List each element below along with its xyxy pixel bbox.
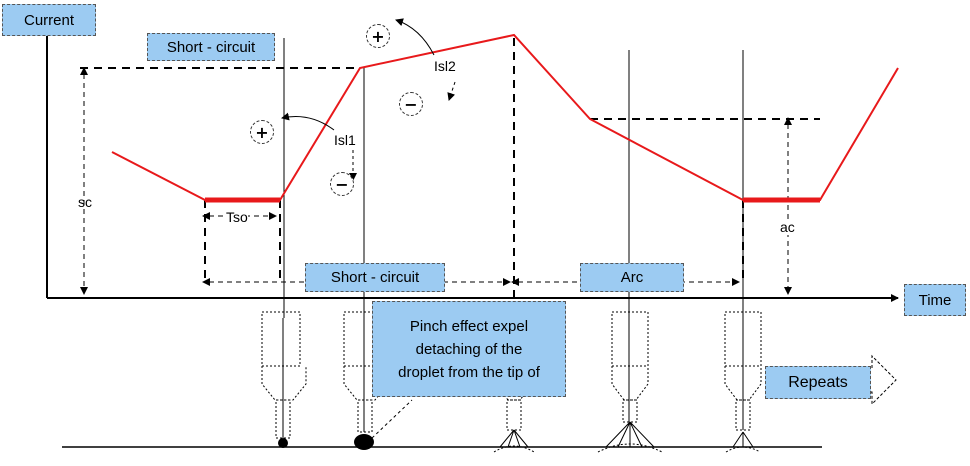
isl1-plus-arrow [281, 112, 335, 131]
isl1-label: Isl1 [334, 132, 356, 148]
isl1-plus-circle: + [250, 120, 274, 144]
isl1-minus-sign: − [335, 174, 349, 194]
pinch-pointer [371, 399, 413, 439]
pinch-effect-callout: Pinch effect expel detaching of the drop… [372, 301, 566, 397]
isl2-minus-arrow [447, 81, 456, 101]
torch-4 [611, 311, 649, 423]
droplet-2 [354, 434, 374, 450]
torch-5 [724, 311, 762, 431]
axes [43, 21, 899, 302]
isl2-plus-sign: + [371, 26, 385, 46]
arc-phase-label-text: Arc [620, 269, 644, 286]
ac-label: ac [780, 219, 795, 235]
current-axis-label: Current [2, 4, 96, 36]
slope-arrows [281, 18, 456, 181]
splash-3 [493, 429, 535, 453]
reference-lines [80, 38, 820, 298]
short-circuit-phase-label-text: Short - circuit [330, 269, 420, 286]
time-axis-label-text: Time [918, 291, 952, 309]
short-circuit-phase-label: Short - circuit [305, 263, 445, 292]
tso-label: Tso [226, 209, 248, 225]
droplet-1 [278, 438, 288, 448]
pinch-line-2: detaching of the [415, 340, 523, 358]
isl2-minus-sign: − [404, 94, 418, 114]
pinch-line-3: droplet from the tip of [398, 363, 540, 381]
short-circuit-top-label-text: Short - circuit [166, 38, 256, 56]
isl1-plus-sign: + [255, 122, 269, 142]
short-circuit-top-label: Short - circuit [147, 33, 275, 61]
isl2-label: Isl2 [434, 58, 456, 74]
splash-5 [725, 431, 761, 453]
isl2-plus-arrow [395, 18, 435, 56]
torch-1 [261, 311, 307, 439]
repeats-label-text: Repeats [788, 373, 848, 391]
repeats-label: Repeats [765, 366, 871, 399]
arc-spray-4 [597, 421, 663, 453]
sc-label: sc [78, 194, 92, 210]
dimension-arrows [80, 67, 792, 295]
arc-phase-label: Arc [580, 263, 684, 292]
time-axis-label: Time [904, 284, 966, 316]
isl1-minus-circle: − [330, 172, 354, 196]
isl2-plus-circle: + [366, 24, 390, 48]
current-trace [111, 33, 899, 203]
current-axis-label-text: Current [23, 11, 75, 29]
isl2-minus-circle: − [399, 92, 423, 116]
pinch-line-1: Pinch effect expel [409, 317, 529, 335]
